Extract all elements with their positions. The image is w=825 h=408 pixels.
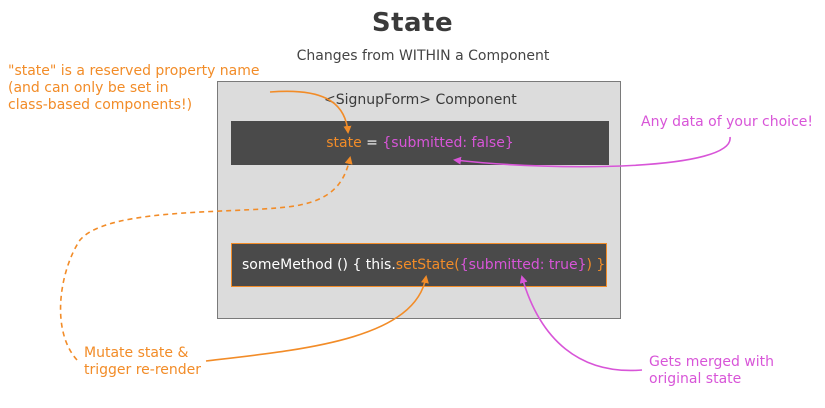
reserved-note-line-3: class-based components!) [8,97,193,113]
merged-arrow [519,275,643,372]
state-code-box: state = {submitted: false} [231,121,609,165]
merged-note-line-1: Gets merged with [649,354,774,370]
method-suffix: ) } [586,257,606,273]
state-keyword: state [326,135,362,151]
method-code-box: someMethod () { this.setState({submitted… [231,243,607,287]
mutate-note-line-1: Mutate state & [84,345,189,361]
state-value: {submitted: false} [382,135,514,151]
reserved-arrow [269,90,352,134]
reserved-note: "state" is a reserved property name (and… [8,63,260,114]
diagram-title: State [371,8,454,38]
reserved-note-line-1: "state" is a reserved property name [8,63,260,79]
any-data-arrow [453,136,731,168]
method-prefix: someMethod () { this. [242,257,396,273]
merged-note: Gets merged with original state [649,354,774,388]
state-equals: = [361,135,383,151]
reserved-note-line-2: (and can only be set in [8,80,169,96]
mutate-arrow [205,275,429,362]
setstate-call: setState [395,257,455,273]
component-label: <SignupForm> Component [324,92,517,108]
paren-open: ( [454,257,460,273]
diagram-subtitle: Changes from WITHIN a Component [296,48,550,64]
mutate-note-line-2: trigger re-render [84,362,202,378]
state-dashed-arrow [59,156,353,361]
setstate-arg: {submitted: true} [459,257,587,273]
mutate-note: Mutate state & trigger re-render [84,345,201,379]
any-data-note: Any data of your choice! [641,114,813,130]
merged-note-line-2: original state [649,371,742,387]
